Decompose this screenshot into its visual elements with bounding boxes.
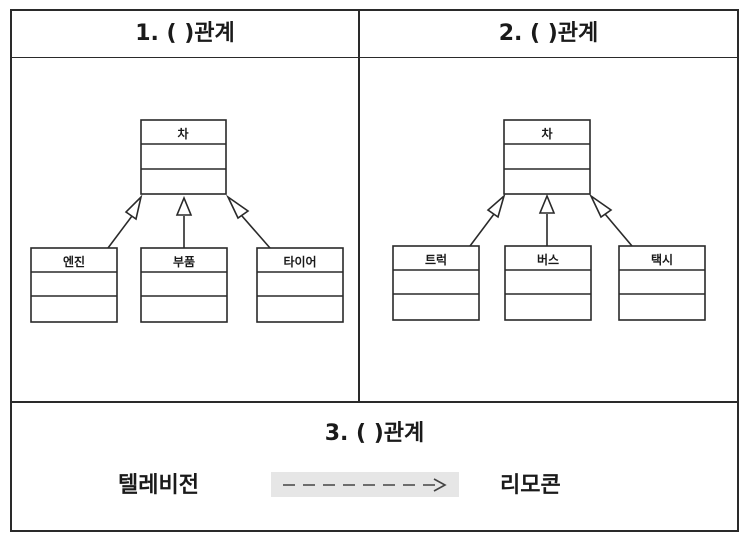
- child-class-box: [504, 245, 592, 321]
- child-class-label: 부품: [173, 255, 195, 269]
- triangle-arrowhead-icon: [538, 193, 556, 214]
- dependency-arrow: [271, 472, 459, 497]
- arrowhead-icon: [433, 478, 447, 492]
- panel-1-header: 1. ( )관계: [135, 21, 235, 46]
- left-label: 텔레비전: [118, 473, 199, 498]
- child-class-label: 엔진: [63, 254, 85, 269]
- panel-2-header: 2. ( )관계: [498, 21, 599, 46]
- parent-class-box: [503, 119, 591, 195]
- header-divider: [12, 57, 737, 58]
- panel-2-diagram: 차 트럭 버스 택시: [360, 58, 737, 401]
- panel-1-diagram: 차 엔진 부품 타이어: [12, 58, 358, 401]
- triangle-arrowhead-icon: [588, 193, 613, 219]
- child-class-label: 버스: [537, 252, 559, 267]
- child-class-label: 트럭: [425, 253, 447, 267]
- triangle-arrowhead-icon: [124, 194, 143, 221]
- child-class-box: [256, 247, 344, 323]
- child-class-label: 타이어: [283, 254, 316, 269]
- triangle-arrowhead-icon: [486, 193, 506, 219]
- child-class-box: [392, 245, 480, 321]
- triangle-arrowhead-icon: [225, 194, 250, 220]
- triangle-arrowhead-icon: [175, 195, 193, 216]
- parent-class-label: 차: [177, 126, 188, 141]
- child-class-box: [140, 247, 228, 323]
- child-class-box: [618, 245, 706, 321]
- bottom-divider: [12, 401, 737, 403]
- column-divider: [358, 11, 360, 403]
- panel-3-header: 3. ( )관계: [324, 421, 425, 446]
- child-class-label: 택시: [651, 252, 673, 267]
- relationship-table: 1. ( )관계 2. ( )관계: [10, 9, 739, 532]
- right-label: 리모콘: [500, 473, 561, 498]
- parent-class-box: [140, 119, 227, 195]
- parent-class-label: 차: [541, 126, 552, 141]
- child-class-box: [30, 247, 118, 323]
